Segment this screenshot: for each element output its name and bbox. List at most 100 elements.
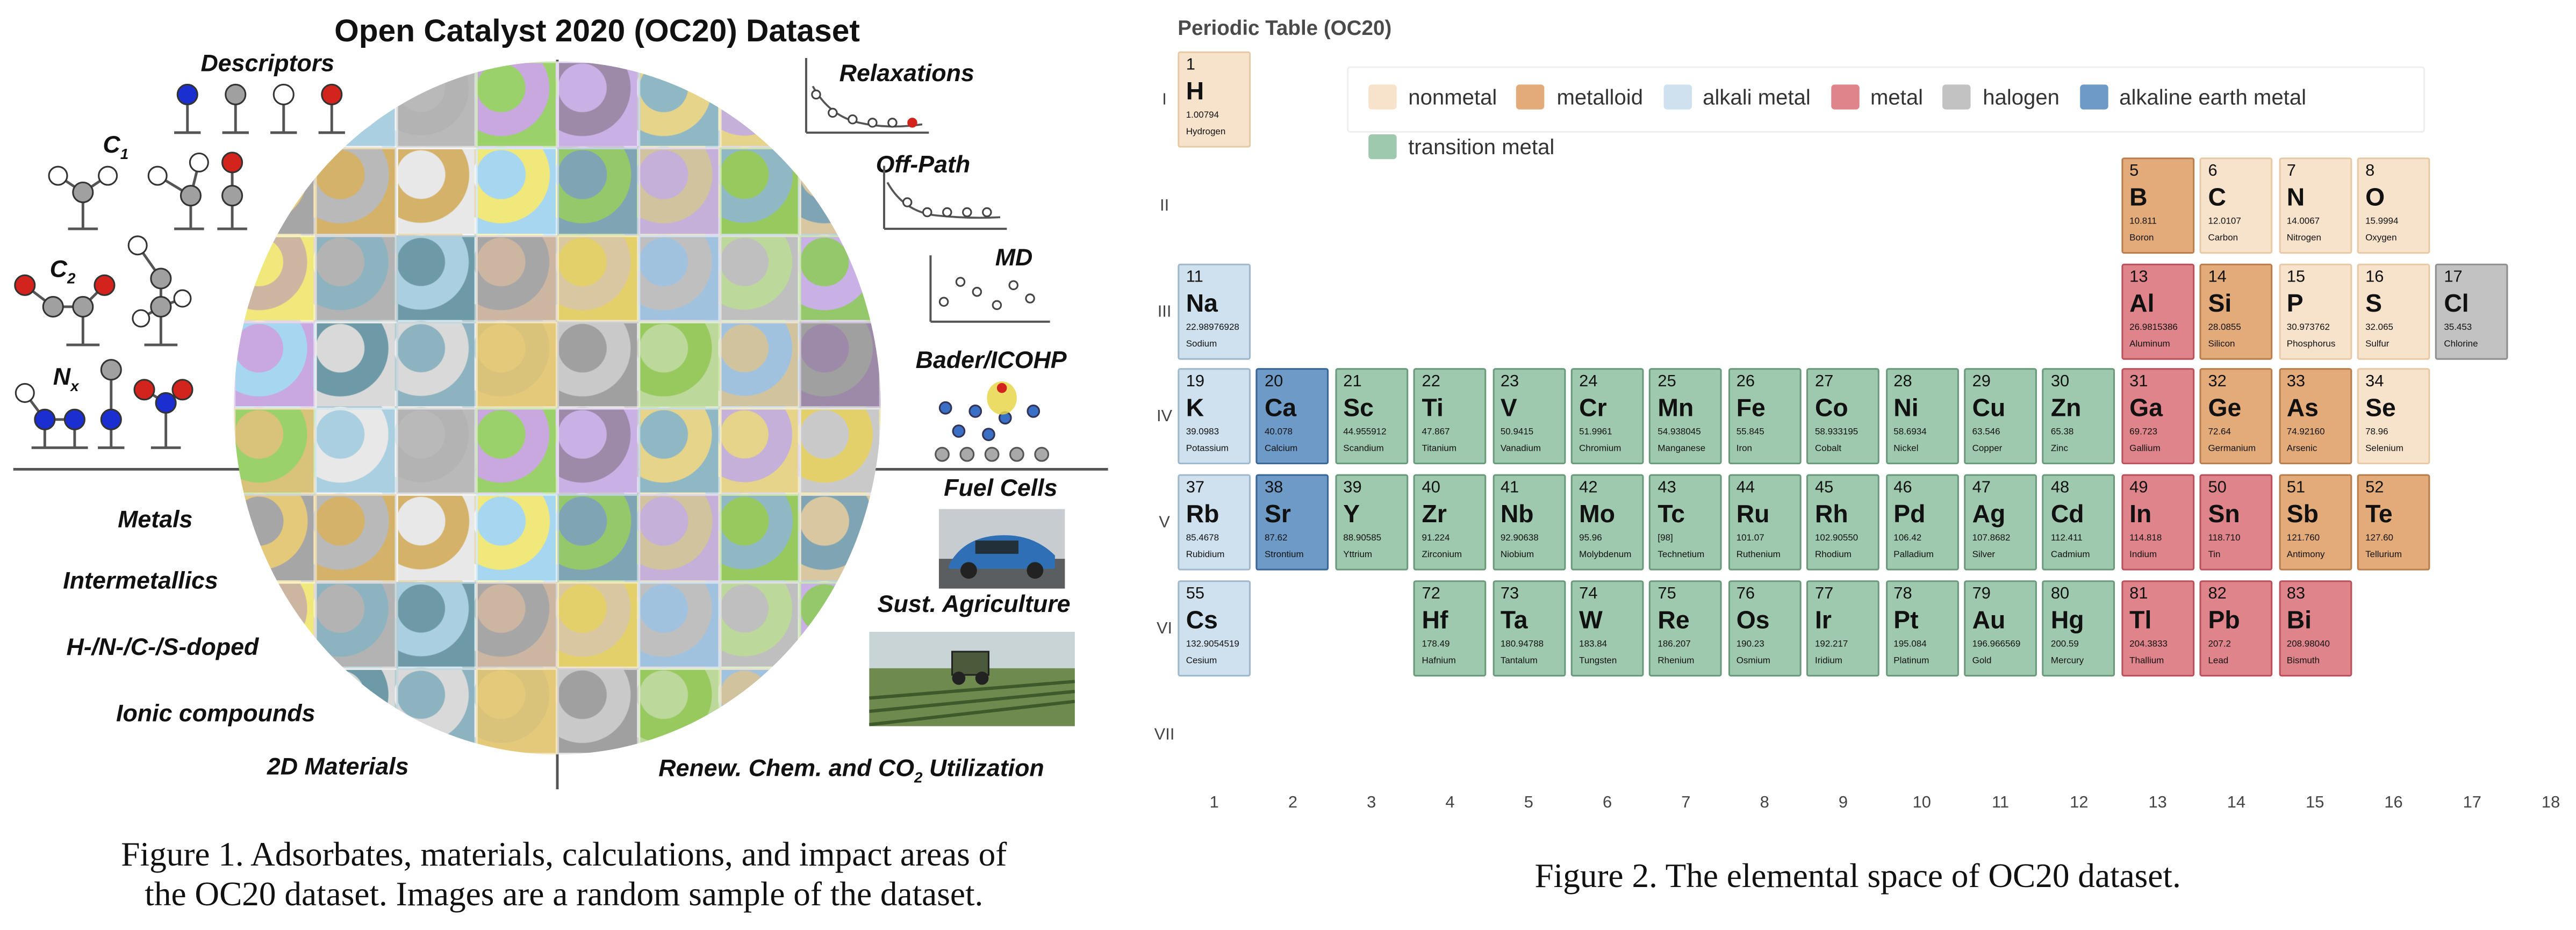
legend-item[interactable]: nonmetal	[1368, 84, 1497, 110]
element-name: Calcium	[1264, 445, 1298, 455]
sample-tile	[476, 61, 557, 148]
legend-item[interactable]: alkali metal	[1663, 84, 1811, 110]
element-name: Indium	[2129, 551, 2157, 561]
legend-swatch	[2079, 84, 2108, 110]
periodic-table-legend[interactable]: nonmetal metalloid alkali metal metal haloge…	[1347, 66, 2426, 160]
element-number: 76	[1736, 585, 1755, 604]
element-symbol: Ir	[1814, 607, 1832, 636]
element-symbol: V	[1500, 395, 1517, 424]
element-symbol: Ti	[1422, 395, 1444, 424]
element-symbol: Pb	[2208, 607, 2240, 636]
group-label: 3	[1367, 794, 1376, 813]
element-number: 46	[1893, 479, 1912, 498]
element-number: 37	[1186, 479, 1205, 498]
element-mass: [98]	[1657, 534, 1673, 544]
sample-tile	[234, 408, 315, 495]
period-label: VII	[1154, 726, 1175, 745]
element-symbol: W	[1579, 607, 1603, 636]
element-number: 15	[2286, 268, 2306, 286]
sample-tile	[719, 234, 800, 321]
legend-swatch	[1517, 84, 1545, 110]
offpath-plot-icon	[882, 165, 1007, 230]
legend-item[interactable]: halogen	[1943, 84, 2060, 110]
element-number: 72	[1422, 585, 1440, 604]
legend-item[interactable]: metal	[1830, 84, 1923, 110]
bader-icohp-structure-icon	[935, 381, 1050, 462]
2d-materials-label: 2D Materials	[267, 754, 409, 781]
group-label: 11	[1992, 794, 2010, 813]
legend-item[interactable]: transition metal	[1368, 134, 1554, 160]
legend-swatch	[1830, 84, 1859, 110]
legend-item[interactable]: metalloid	[1517, 84, 1643, 110]
legend-swatch	[1663, 84, 1691, 110]
legend-item[interactable]: alkaline earth metal	[2079, 84, 2306, 110]
element-number: 43	[1657, 479, 1676, 498]
element-name: Technetium	[1657, 551, 1705, 561]
element-name: Vanadium	[1500, 445, 1541, 455]
element-mass: 101.07	[1736, 534, 1764, 544]
element-name: Tungsten	[1579, 657, 1617, 667]
sample-tile	[476, 581, 557, 668]
element-mass: 35.453	[2444, 322, 2472, 333]
sample-tile	[638, 234, 719, 321]
element-number: 7	[2286, 162, 2296, 181]
